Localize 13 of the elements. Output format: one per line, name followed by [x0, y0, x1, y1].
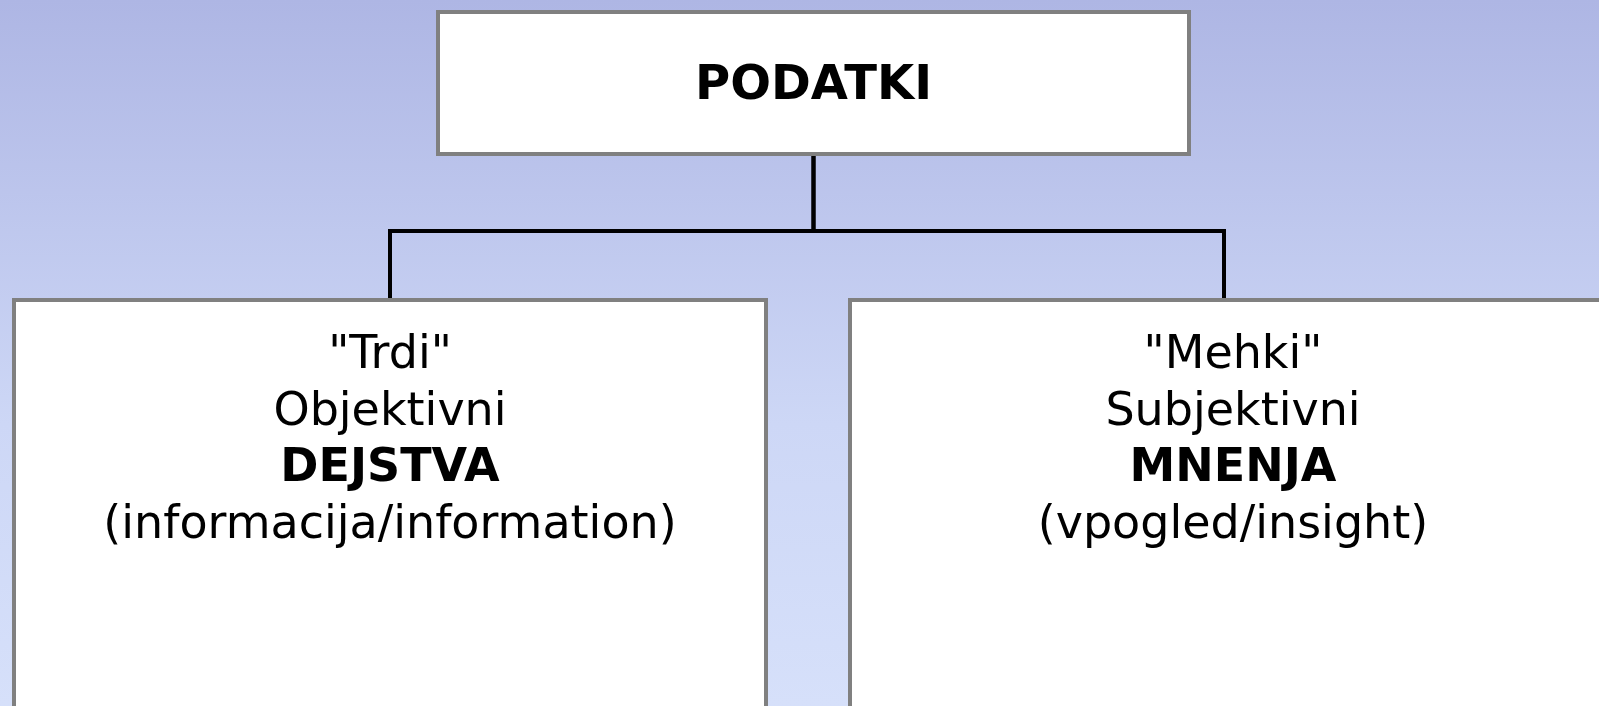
text-box [848, 298, 1599, 706]
box-text: Subjektivni [1105, 380, 1361, 438]
text-box [12, 298, 768, 706]
box-text: Objektivni [273, 380, 507, 438]
box-text: (vpogled/insight) [1037, 493, 1429, 551]
connector-line [811, 156, 1226, 298]
box-text: "Mehki" [1143, 324, 1323, 381]
box-text: (informacija/information) [103, 493, 677, 551]
box-text: "Trdi" [328, 324, 452, 381]
box-title: PODATKI [694, 53, 932, 113]
text-box [436, 10, 1191, 156]
box-text: MNENJA [1129, 437, 1337, 494]
box-text: DEJSTVA [280, 437, 500, 494]
